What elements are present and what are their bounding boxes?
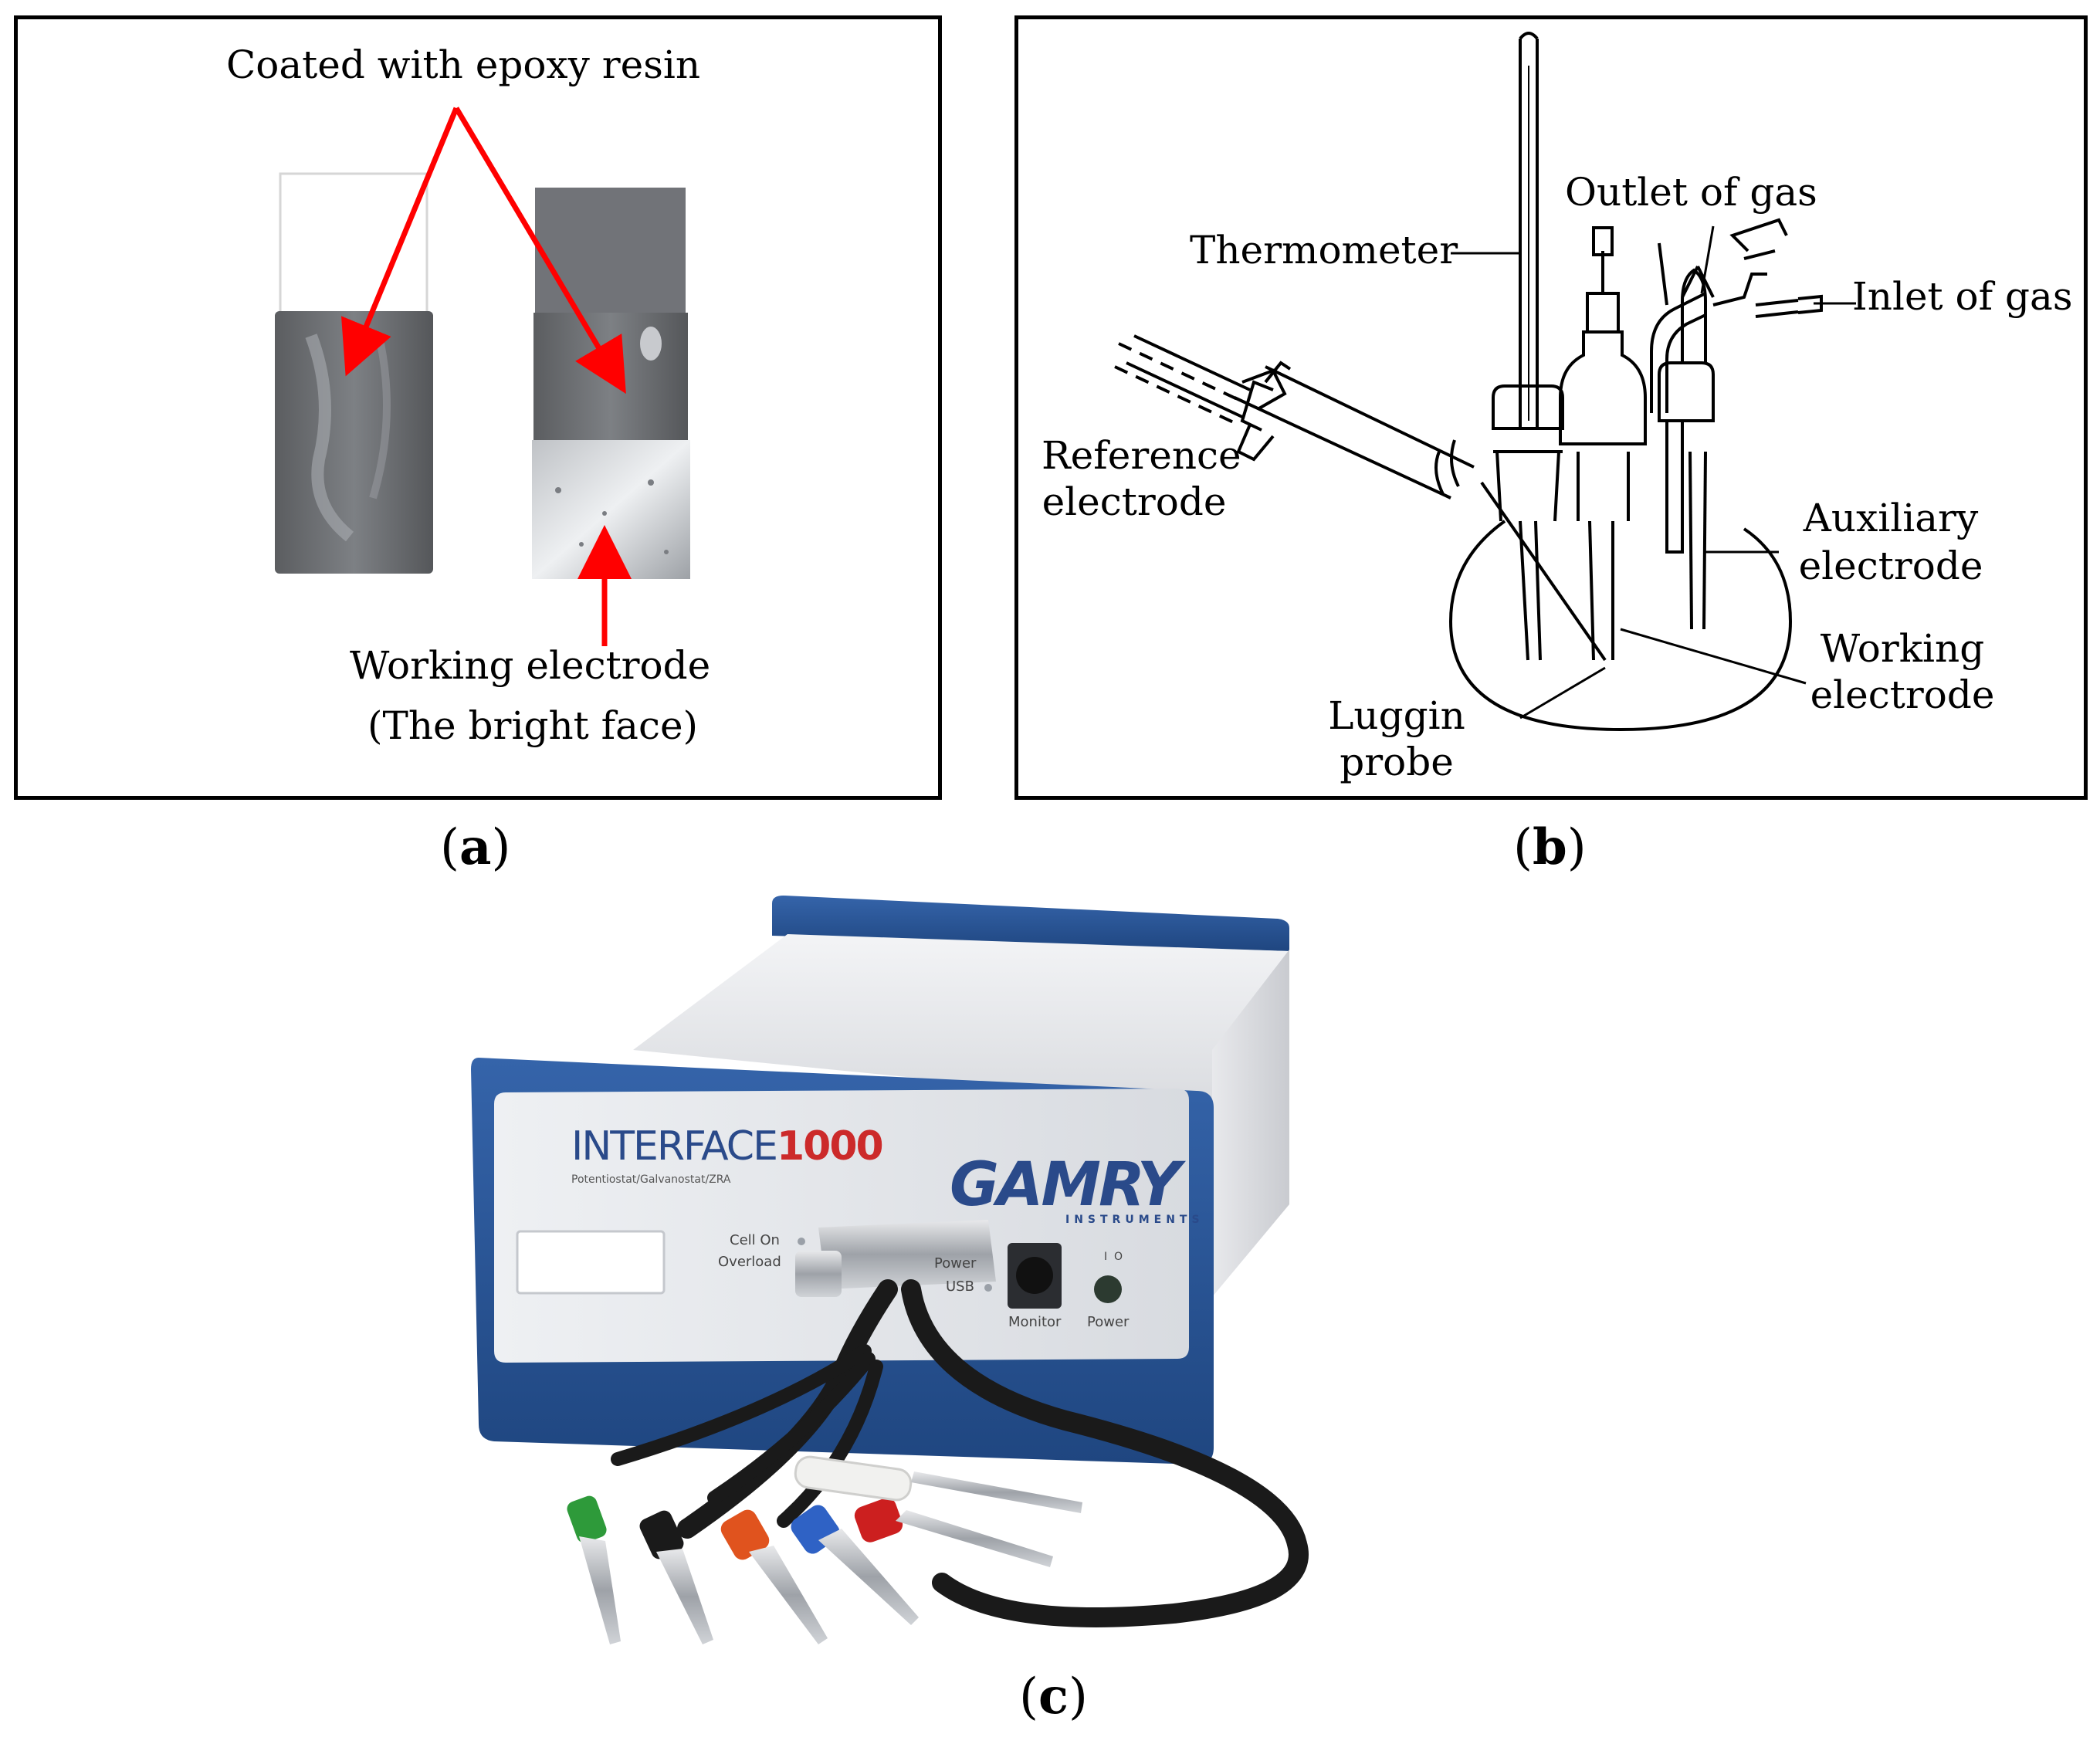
- label-outlet-of-gas: Outlet of gas: [1565, 170, 1817, 215]
- label-reference-electrode: Reference electrode: [1042, 432, 1241, 525]
- switch-on-mark: I: [1104, 1251, 1108, 1263]
- red-arrows: [340, 107, 632, 646]
- electrode-specimens-illustration: [275, 107, 690, 646]
- label-auxiliary-line2: electrode: [1798, 544, 1983, 588]
- device-name: INTERFACE1000: [571, 1123, 884, 1170]
- leader-luggin: [1519, 666, 1606, 720]
- db-connector: [818, 1220, 996, 1289]
- label-auxiliary-line1: Auxiliary: [1803, 496, 1979, 540]
- label-bright-face: (The bright face): [368, 703, 699, 748]
- label-coated-with-epoxy-resin: Coated with epoxy resin: [226, 42, 701, 87]
- left-specimen: [275, 172, 433, 574]
- label-working-line2: electrode: [1810, 672, 1995, 717]
- panel-b-cell-diagram: Thermometer Outlet of gas Inlet of gas R…: [1014, 15, 2088, 800]
- device-name-number: 1000: [776, 1123, 884, 1170]
- monitor-label: Monitor: [1008, 1314, 1062, 1330]
- power-led-label: Power: [934, 1255, 977, 1272]
- test-leads: [611, 1279, 1309, 1627]
- potentiostat-illustration: [471, 896, 1309, 1644]
- brand-logo: GAMRY: [950, 1150, 1180, 1220]
- panel-a-electrode-photo: Coated with epoxy resin Working electrod…: [14, 15, 942, 800]
- usb-led-label: USB: [946, 1278, 974, 1295]
- label-luggin-line2: probe: [1340, 740, 1454, 784]
- label-luggin-probe: Luggin probe: [1304, 693, 1489, 785]
- device-subtitle: Potentiostat/Galvanostat/ZRA: [571, 1173, 731, 1186]
- label-auxiliary-electrode: Auxiliary electrode: [1790, 494, 1991, 590]
- brand-subtitle: INSTRUMENTS: [1065, 1214, 1204, 1226]
- leader-working: [1620, 628, 1807, 685]
- label-working-electrode-b: Working electrode: [1802, 625, 2003, 718]
- label-reference-line2: electrode: [1042, 479, 1227, 524]
- neck-center: [1559, 226, 1647, 661]
- flask-body: [1448, 520, 1793, 732]
- gas-tubes: [1650, 218, 1823, 413]
- panel-c-potentiostat-photo: INTERFACE1000 Potentiostat/Galvanostat/Z…: [432, 888, 1668, 1660]
- label-luggin-line1: Luggin: [1328, 693, 1465, 738]
- label-reference-line1: Reference: [1042, 433, 1241, 478]
- switch-off-mark: O: [1114, 1251, 1123, 1263]
- label-inlet-of-gas: Inlet of gas: [1852, 274, 2073, 319]
- alligator-clips: [567, 1455, 1082, 1644]
- cell-on-led: [798, 1238, 805, 1245]
- usb-led: [984, 1284, 992, 1292]
- overload-label: Overload: [718, 1254, 781, 1270]
- caption-a: (a): [440, 818, 511, 876]
- power-switch-label: Power: [1087, 1314, 1130, 1330]
- right-specimen: [532, 188, 690, 579]
- corrosion-cell-diagram: [1114, 32, 1856, 732]
- leader-outlet: [1700, 225, 1715, 294]
- display-window: [516, 1230, 666, 1295]
- label-working-electrode: Working electrode: [350, 643, 711, 688]
- reference-arm: [1114, 334, 1607, 662]
- device-name-text: INTERFACE: [571, 1123, 778, 1170]
- cell-on-label: Cell On: [730, 1232, 780, 1248]
- label-thermometer: Thermometer: [1190, 228, 1458, 273]
- caption-c: (c): [1019, 1668, 1088, 1725]
- caption-b: (b): [1513, 818, 1587, 876]
- label-working-line1: Working: [1820, 626, 1985, 671]
- neck-right: [1658, 266, 1715, 630]
- power-button: [1094, 1275, 1122, 1303]
- thermometer-tube: [1519, 32, 1539, 428]
